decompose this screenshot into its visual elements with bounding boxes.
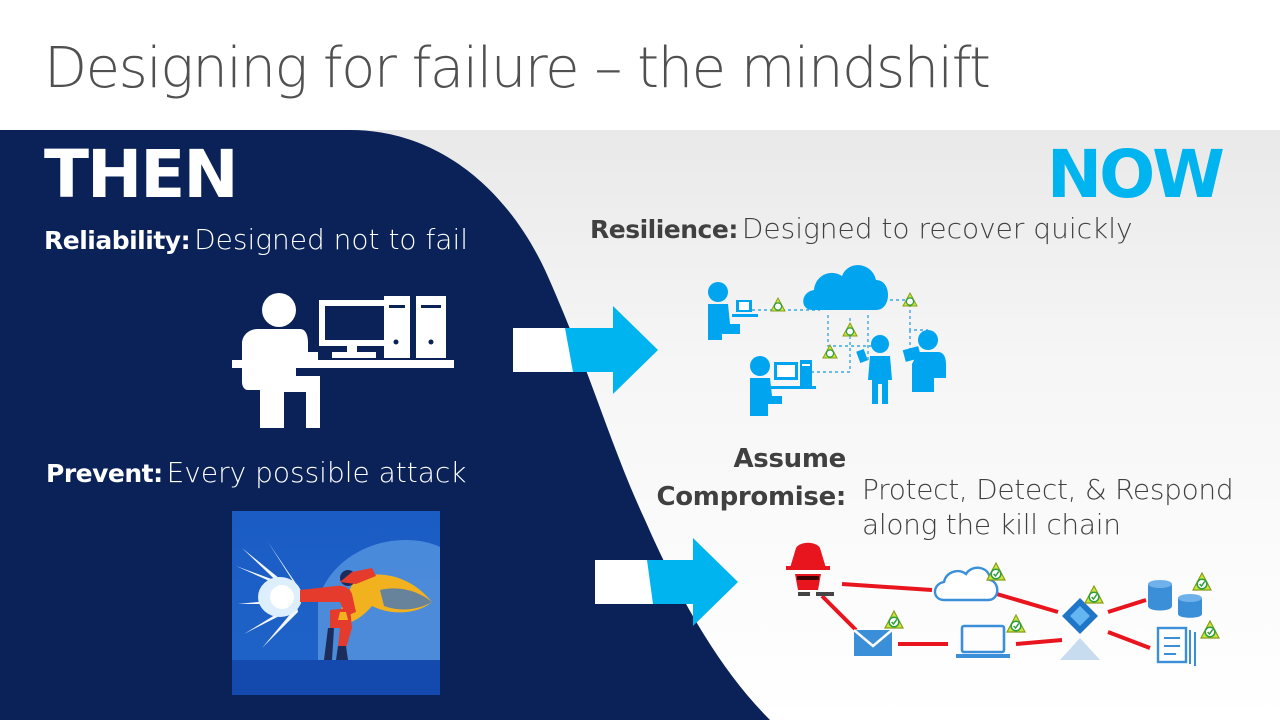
assume-label-line2: Compromise:: [656, 482, 846, 512]
database-icon: [1148, 580, 1202, 618]
prevent-text: Every possible attack: [166, 456, 467, 489]
assume-compromise-label: Assume Compromise:: [656, 440, 846, 516]
prevent-line: Prevent:Every possible attack: [46, 456, 467, 489]
kill-chain-lines: [820, 582, 1151, 650]
reliability-label: Reliability:: [44, 226, 191, 255]
resilience-label: Resilience:: [590, 215, 738, 244]
then-panel: [0, 130, 770, 720]
desktop-worker-icon: [232, 293, 454, 428]
reliability-line: Reliability:Designed not to fail: [44, 223, 468, 256]
laptop-icon: [956, 624, 1010, 658]
resilience-text: Designed to recover quickly: [741, 212, 1133, 245]
arrow-right-icon: [595, 538, 738, 626]
reliability-text: Designed not to fail: [194, 223, 469, 256]
mail-icon: [853, 629, 893, 656]
assume-label-line1: Assume: [733, 444, 846, 474]
slide-title: Designing for failure – the mindshift: [44, 36, 991, 101]
prevent-label: Prevent:: [46, 459, 163, 488]
cloud-network-icon: [708, 265, 946, 416]
assume-compromise-text: Protect, Detect, & Respond along the kil…: [862, 473, 1234, 541]
azure-ad-icon: [1060, 598, 1100, 660]
files-icon: [1156, 626, 1196, 666]
cloud-icon: [933, 566, 999, 602]
resilience-line: Resilience:Designed to recover quickly: [590, 212, 1133, 245]
superhero-illustration: [232, 511, 440, 695]
hacker-icon: [786, 542, 834, 596]
now-heading: NOW: [1046, 136, 1225, 213]
arrow-right-icon: [513, 306, 658, 394]
then-heading: THEN: [44, 136, 239, 213]
